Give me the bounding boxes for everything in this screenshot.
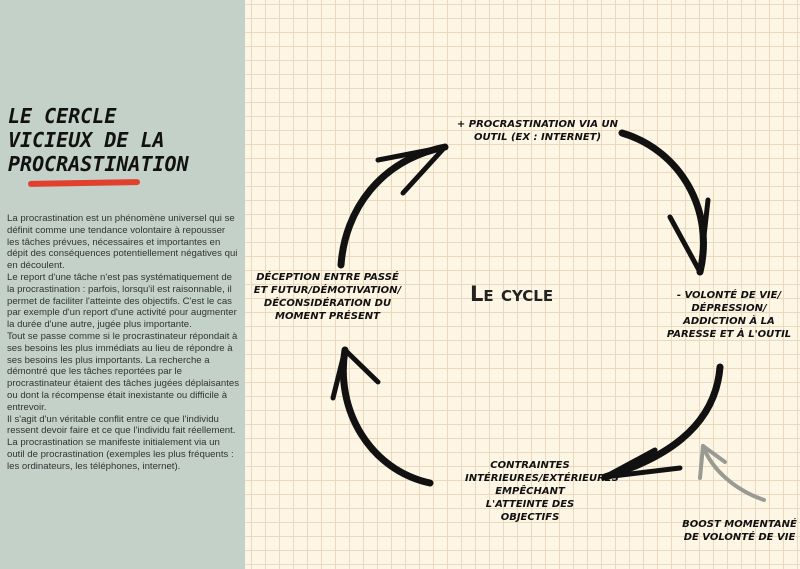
node-top: + Procrastination via un outil (ex : int… [456, 119, 619, 143]
page-title: LE CERCLE VICIEUX DE LA PROCRASTINATION [8, 104, 189, 176]
arrow-bottom-to-left-icon [330, 346, 434, 487]
center-label: Le cycle [470, 282, 554, 306]
title-line: PROCRASTINATION [8, 152, 189, 176]
title-line: VICIEUX DE LA [8, 128, 165, 152]
node-right: - Volonté de vie/ dépression/ addiction … [666, 290, 792, 340]
arrow-boost-icon [698, 444, 766, 502]
node-left: Déception entre passé et futur/démotivat… [253, 272, 402, 322]
arrow-top-to-right-icon [618, 129, 711, 276]
arrow-right-to-bottom-icon [601, 363, 724, 481]
description-text: La procrastination est un phénomène univ… [7, 213, 239, 472]
arrow-left-to-top-icon [337, 143, 449, 269]
boost-label: Boost momentané de volonté de vie [682, 519, 797, 543]
sidebar: LE CERCLE VICIEUX DE LA PROCRASTINATION … [0, 0, 245, 569]
grid-paper-canvas [245, 0, 800, 569]
title-line: LE CERCLE [8, 104, 117, 128]
node-bottom: Contraintes intérieures/extérieures empê… [465, 460, 619, 523]
